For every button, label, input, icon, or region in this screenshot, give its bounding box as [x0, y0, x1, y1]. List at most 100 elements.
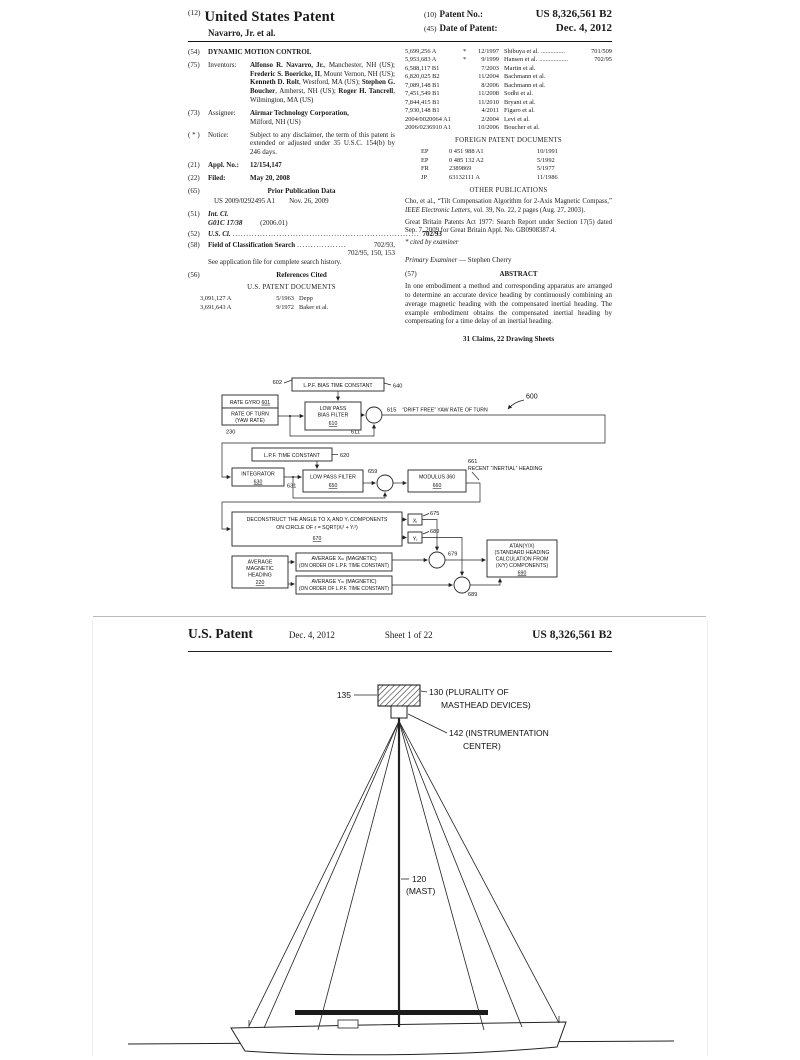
atan-label-4: (X/Y) COMPONENTS): [496, 563, 548, 569]
ref-142-line2: CENTER): [463, 741, 501, 751]
field-search-value-2: 702/95, 150, 153: [347, 249, 395, 258]
ref-690: 690: [518, 571, 527, 577]
filed-value: May 20, 2008: [250, 173, 290, 182]
scan-edge-right: [707, 620, 708, 1056]
ref-615: 615: [387, 408, 396, 414]
ref-640: 640: [393, 384, 402, 390]
yi-box: [407, 531, 423, 544]
inventor-item: Kenneth D. Rolt, Westford, MA (US);: [250, 78, 362, 87]
foreign-ref-row: JP 63132111 A 11/1986: [421, 174, 558, 182]
ref-630: 630: [254, 480, 263, 486]
us-ref-row: 7,844,415 B1 11/2010 Bryant et al.: [405, 98, 536, 106]
field-73-assignee: (73) Assignee: Airmar Technology Corpora…: [188, 109, 395, 127]
ref-602: 602: [273, 380, 282, 386]
sheet-header-date: Dec. 4, 2012: [288, 630, 335, 640]
avg-mag-label-2: MAGNETIC: [246, 566, 274, 572]
date-of-patent: Dec. 4, 2012: [555, 22, 612, 34]
field-code: (65): [188, 186, 200, 195]
field-75-inventors: (75) Inventors: Alfonso R. Navarro, Jr.,…: [188, 61, 395, 105]
appl-no-label: Appl. No.:: [208, 160, 239, 169]
prior-pub-row: US 2009/0292495 A1 Nov. 26, 2009: [188, 197, 395, 206]
modulus-label: MODULUS 360: [419, 474, 455, 480]
foreign-refs-table: EP 0 451 988 A1 10/1991 EP 0 485 132 A2 …: [405, 148, 612, 183]
rate-gyro-label: RATE GYRO 601: [230, 400, 270, 406]
patent-header-right: (10) Patent No.: US 8,326,561 B2 (45) Da…: [424, 8, 612, 36]
average-xm-box: [295, 552, 393, 572]
field-code: (52): [188, 229, 200, 238]
deconstruct-label-1: DECONSTRUCT THE ANGLE TO Xᵢ AND Yᵢ COMPO…: [247, 517, 388, 523]
sheet-header-rule: [188, 651, 612, 652]
avg-mag-label-3: HEADING: [248, 573, 272, 579]
ref-130-line2: MASTHEAD DEVICES): [441, 700, 531, 710]
lpf-bias-time-constant-box: [291, 377, 385, 392]
rate-of-turn-label-1: RATE OF TURN: [231, 411, 269, 417]
sailboat-figure: 135 130 (PLURALITY OF MASTHEAD DEVICES) …: [127, 684, 675, 1056]
field-code: (51): [188, 210, 200, 219]
us-cl-label: U.S. Cl.: [208, 229, 231, 238]
prior-pub-date: Nov. 26, 2009: [289, 197, 329, 206]
cited-by-examiner-note: * cited by examiner: [405, 238, 459, 246]
ref-220: 220: [256, 580, 265, 586]
patent-header: (12) United States Patent Navarro, Jr. e…: [188, 8, 612, 38]
summing-junction-4: [453, 576, 471, 594]
us-ref-row: 6,820,025 B2 11/2004 Bachmann et al.: [405, 73, 546, 81]
sheet-header-title: U.S. Patent: [188, 626, 253, 641]
leader-lines: [354, 690, 448, 880]
field-code-45: (45): [424, 24, 437, 33]
sheet-number: Sheet 1 of 22: [384, 630, 433, 640]
field-52-us-cl: (52) U.S. Cl. ..........................…: [188, 229, 442, 239]
lpf-tc-label: L.P.F. TIME CONSTANT: [264, 453, 321, 459]
inventor-item: Stephen G. Boucher, Amherst, NH (US);: [250, 78, 396, 96]
pub1-journal: IEEE Electronic Letters: [405, 206, 471, 214]
field-code: (75): [188, 60, 200, 69]
integrator-box: [231, 467, 285, 487]
assignee-location: Milford, NH (US): [250, 117, 301, 126]
ref-610: 610: [329, 421, 338, 427]
patent-no-label: Patent No.:: [439, 9, 484, 19]
deconstruct-angle-box: [231, 511, 403, 547]
references-cited-header: References Cited: [276, 271, 327, 280]
field-code: ( * ): [188, 130, 200, 139]
ref-679: 679: [448, 552, 457, 558]
patent-front-page: (12) United States Patent Navarro, Jr. e…: [188, 8, 612, 344]
field-code: (21): [188, 160, 200, 169]
field-search-label: Field of Classification Search: [208, 240, 296, 249]
field-code: (57): [405, 270, 417, 279]
us-ref-row: 7,451,549 B1 11/2008 Sodhi et al.: [405, 90, 533, 98]
ref-675: 675: [430, 511, 439, 517]
patent-number: US 8,326,561 B2: [535, 8, 612, 20]
xi-label: Xᵢ: [413, 518, 417, 524]
page-boundary-line: [93, 616, 706, 617]
filed-label: Filed:: [208, 173, 226, 182]
notice-label: Notice:: [208, 130, 229, 139]
foreign-ref-row: EP 0 451 988 A1 10/1991: [421, 148, 558, 156]
us-ref-row: 2006/0236910 A1 10/2006 Boucher et al.: [405, 124, 540, 132]
dot-leader: ........................................…: [232, 229, 421, 238]
foreign-patent-documents-header: FOREIGN PATENT DOCUMENTS: [455, 136, 562, 144]
avg-ym-label-2: (ON ORDER OF L.P.F. TIME CONSTANT): [299, 586, 389, 592]
field-code: (54): [188, 48, 200, 56]
ref-600: 600: [526, 394, 538, 401]
atan-label-2: (STANDARD HEADING: [495, 550, 550, 556]
avg-xm-label-1: AVERAGE Xₘ (MAGNETIC): [311, 556, 376, 562]
low-pass-bias-label-2: BIAS FILTER: [318, 413, 349, 419]
ref-620: 620: [340, 453, 349, 459]
yi-label: Yᵢ: [413, 536, 417, 542]
front-page-left-column: (54) DYNAMIC MOTION CONTROL (75) Invento…: [188, 48, 442, 344]
invention-title: DYNAMIC MOTION CONTROL: [208, 48, 312, 56]
integrator-label: INTEGRATOR: [241, 472, 275, 478]
instrumentation-center-box: [390, 705, 408, 719]
int-cl-label: Int. Cl.: [208, 210, 229, 219]
field-58-classification-search: (58) Field of Classification Search ....…: [188, 241, 395, 267]
field-code: (73): [188, 108, 200, 117]
us-ref-row: 6,588,117 B1 7/2003 Martin et al.: [405, 64, 536, 72]
ref-670: 670: [313, 536, 322, 542]
modulus-360-box: [407, 469, 467, 493]
inventors-label: Inventors:: [208, 60, 237, 69]
inventor-item: Frederic S. Boericke, II, Mount Vernon, …: [250, 69, 395, 78]
ref-142-line1: 142 (INSTRUMENTATION: [449, 728, 549, 738]
ref-130-line1: 130 (PLURALITY OF: [429, 687, 509, 697]
ref-230: 230: [226, 430, 235, 436]
scan-edge-left: [92, 620, 93, 1056]
summing-junction-3: [428, 551, 446, 569]
